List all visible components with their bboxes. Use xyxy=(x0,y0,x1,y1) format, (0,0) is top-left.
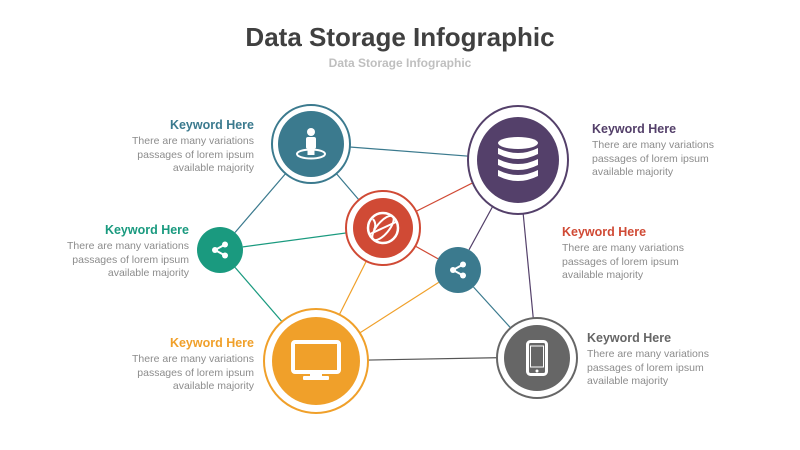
keyword-block-phone: Keyword Here There are many variations p… xyxy=(587,330,787,389)
share-icon xyxy=(212,241,228,259)
share-center-node xyxy=(435,247,481,293)
keyword-title: Keyword Here xyxy=(592,122,677,136)
keyword-description: There are many variations passages of lo… xyxy=(592,139,714,178)
keyword-title: Keyword Here xyxy=(562,225,647,239)
database-node xyxy=(467,105,569,215)
keyword-description: There are many variations passages of lo… xyxy=(67,240,189,279)
page-title: Data Storage Infographic xyxy=(245,22,555,52)
keyword-description: There are many variations passages of lo… xyxy=(132,135,254,174)
share-icon xyxy=(450,261,466,279)
user-node xyxy=(271,104,351,184)
keyword-block-user: Keyword Here There are many variations p… xyxy=(54,117,254,176)
phone-node xyxy=(496,317,578,399)
keyword-title: Keyword Here xyxy=(104,223,189,237)
globe-node xyxy=(345,190,421,266)
globe-icon xyxy=(366,211,400,245)
monitor-icon xyxy=(291,340,341,380)
database-icon xyxy=(498,137,538,181)
keyword-block-share: Keyword Here There are many variations p… xyxy=(0,222,189,281)
keyword-description: There are many variations passages of lo… xyxy=(562,242,684,281)
share-left-node xyxy=(197,227,243,273)
keyword-title: Keyword Here xyxy=(169,336,254,350)
user-icon xyxy=(296,128,326,160)
keyword-block-globe: Keyword Here There are many variations p… xyxy=(562,224,762,283)
monitor-node xyxy=(263,308,369,414)
keyword-description: There are many variations passages of lo… xyxy=(132,353,254,392)
page-subtitle: Data Storage Infographic xyxy=(328,56,472,70)
keyword-title: Keyword Here xyxy=(169,118,254,132)
keyword-block-monitor: Keyword Here There are many variations p… xyxy=(54,335,254,394)
keyword-title: Keyword Here xyxy=(587,331,672,345)
smartphone-icon xyxy=(526,340,548,376)
keyword-block-database: Keyword Here There are many variations p… xyxy=(592,121,792,180)
keyword-description: There are many variations passages of lo… xyxy=(587,348,709,387)
